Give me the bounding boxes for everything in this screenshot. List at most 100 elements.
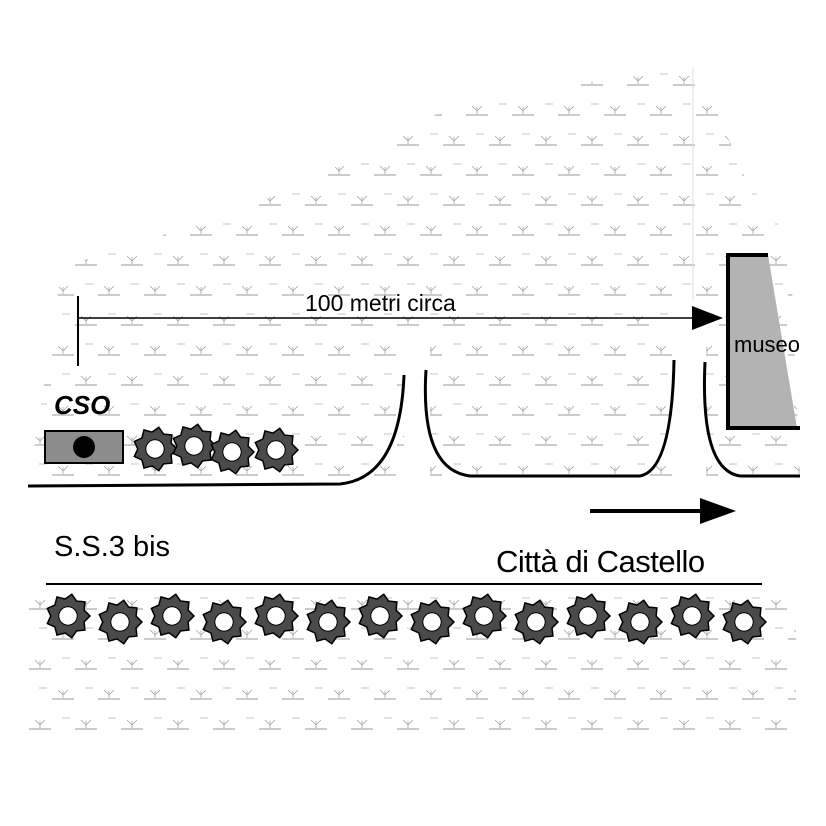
grass-tuft-icon <box>84 343 121 356</box>
grass-tuft-icon <box>452 163 489 176</box>
grass-tuft-icon <box>774 103 800 116</box>
grass-tuft-icon <box>176 283 213 296</box>
grass-tuft-icon <box>498 163 535 176</box>
shrub-icon <box>670 593 716 639</box>
grass-tuft-icon <box>268 403 305 416</box>
clearing-right <box>672 300 706 476</box>
grass-tuft-icon <box>314 403 351 416</box>
grass-tuft-icon <box>38 103 75 116</box>
grass-tuft-icon <box>84 687 121 700</box>
grass-tuft-icon <box>268 687 305 700</box>
grass-tuft-icon <box>268 223 305 236</box>
grass-tuft-icon <box>452 403 489 416</box>
grass-tuft-icon <box>659 193 696 206</box>
grass-tuft-icon <box>360 343 397 356</box>
grass-tuft-icon <box>314 103 351 116</box>
grass-tuft-icon <box>268 283 305 296</box>
grass-tuft-icon <box>521 133 558 146</box>
grass-tuft-icon <box>245 313 282 326</box>
shrub-icon <box>306 599 352 645</box>
shrub-icon <box>254 427 300 473</box>
grass-tuft-icon <box>222 283 259 296</box>
shrub-icon <box>150 593 196 639</box>
grass-tuft-icon <box>613 717 650 730</box>
grass-tuft-icon <box>291 193 328 206</box>
grass-tuft-icon <box>61 313 98 326</box>
grass-tuft-icon <box>636 343 673 356</box>
grass-tuft-icon <box>659 73 696 86</box>
grass-tuft-icon <box>383 253 420 266</box>
road-label: S.S.3 bis <box>54 531 170 563</box>
grass-tuft-icon <box>130 687 167 700</box>
distance-label: 100 metri circa <box>305 290 456 316</box>
grass-tuft-icon <box>774 687 796 700</box>
grass-tuft-icon <box>728 103 765 116</box>
grass-tuft-icon <box>383 657 420 670</box>
grass-tuft-icon <box>406 103 443 116</box>
grass-tuft-icon <box>245 717 282 730</box>
grass-tuft-icon <box>153 373 190 386</box>
grass-tuft-icon <box>199 657 236 670</box>
grass-tuft-icon <box>590 223 627 236</box>
grass-tuft-icon <box>567 313 604 326</box>
grass-tuft-icon <box>245 657 282 670</box>
grass-tuft-icon <box>705 193 742 206</box>
grass-tuft-icon <box>337 253 374 266</box>
shrub-icon <box>462 593 508 639</box>
grass-tuft-icon <box>544 163 581 176</box>
grass-tuft-icon <box>682 687 719 700</box>
grass-tuft-icon <box>613 373 650 386</box>
grass-tuft-icon <box>222 223 259 236</box>
grass-tuft-icon <box>521 433 558 446</box>
grass-tuft-icon <box>360 223 397 236</box>
grass-tuft-icon <box>291 73 328 86</box>
grass-tuft-icon <box>337 433 374 446</box>
grass-tuft-icon <box>199 313 236 326</box>
grass-tuft-icon <box>682 223 719 236</box>
museum-building <box>728 255 797 428</box>
grass-tuft-icon <box>567 657 604 670</box>
grass-tuft-icon <box>28 373 52 386</box>
grass-tuft-icon <box>475 657 512 670</box>
grass-tuft-icon <box>452 687 489 700</box>
observatory-marker-icon <box>73 436 95 458</box>
grass-tuft-icon <box>475 73 512 86</box>
bushes-roadside <box>46 593 768 645</box>
grass-tuft-icon <box>452 103 489 116</box>
grass-tuft-icon <box>613 657 650 670</box>
grass-tuft-icon <box>498 687 535 700</box>
grass-tuft-icon <box>705 73 742 86</box>
grass-tuft-icon <box>130 283 167 296</box>
grass-tuft-icon <box>84 283 121 296</box>
grass-tuft-icon <box>521 717 558 730</box>
grass-tuft-icon <box>61 133 98 146</box>
grass-tuft-icon <box>61 193 98 206</box>
grass-tuft-icon <box>61 717 98 730</box>
grass-tuft-icon <box>291 433 328 446</box>
grass-tuft-icon <box>199 73 236 86</box>
grass-tuft-icon <box>176 403 213 416</box>
grass-tuft-icon <box>590 103 627 116</box>
grass-tuft-icon <box>521 253 558 266</box>
grass-tuft-icon <box>567 433 604 446</box>
grass-tuft-icon <box>774 283 800 296</box>
grass-tuft-icon <box>659 657 696 670</box>
grass-tuft-icon <box>222 163 259 176</box>
grass-tuft-icon <box>452 223 489 236</box>
arrow-right-icon <box>700 498 736 524</box>
grass-tuft-icon <box>429 73 466 86</box>
grass-tuft-icon <box>475 717 512 730</box>
grass-tuft-icon <box>153 717 190 730</box>
grass-tuft-icon <box>38 163 75 176</box>
grass-tuft-icon <box>475 193 512 206</box>
grass-tuft-icon <box>360 687 397 700</box>
museum-access-road <box>702 361 800 478</box>
grass-tuft-icon <box>544 103 581 116</box>
grass-tuft-icon <box>28 253 52 266</box>
shrub-icon <box>46 593 92 639</box>
grass-tuft-icon <box>521 657 558 670</box>
shrub-icon <box>358 593 404 639</box>
grass-tuft-icon <box>107 313 144 326</box>
grass-tuft-icon <box>498 463 535 476</box>
